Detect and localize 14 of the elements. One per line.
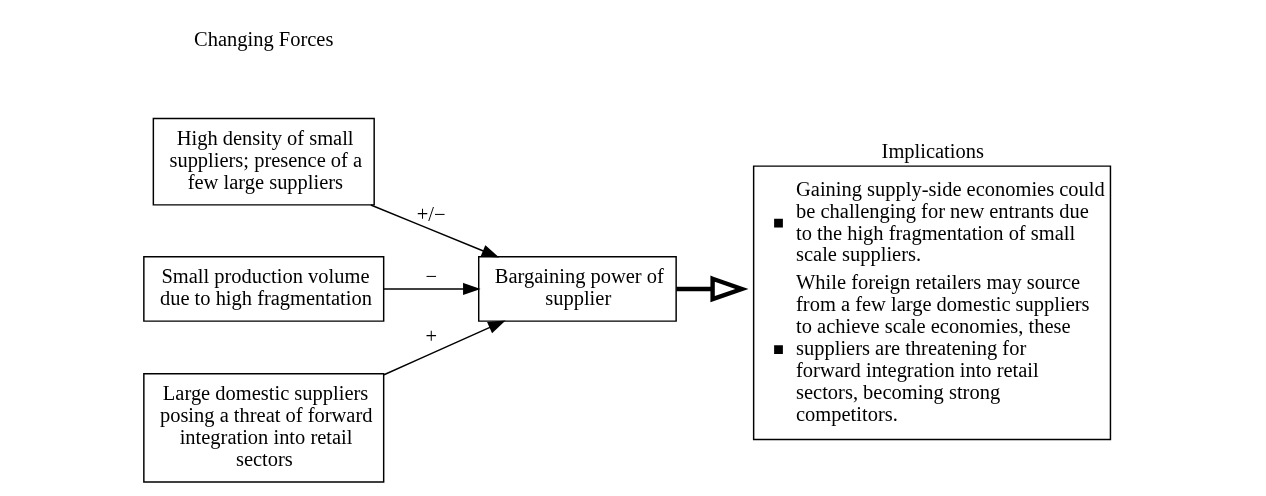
label: Changing Forces	[194, 27, 334, 50]
arrow	[383, 282, 481, 296]
node-box: Bargaining power of supplier	[478, 256, 677, 322]
node-box: Small production volume due to high fragmentation	[143, 256, 385, 322]
node-label: Implications	[881, 139, 984, 162]
arrow	[370, 204, 500, 258]
arrow	[676, 275, 749, 303]
edge-label: +	[425, 325, 437, 348]
node-box: High density of small suppliers; presence of a few large suppliers	[152, 117, 375, 206]
edge-label: −	[425, 265, 437, 288]
arrow	[383, 320, 506, 376]
edge-label: +/−	[416, 202, 446, 225]
node-box: Gaining supply-side economies could be challenging for new entrants due to the high fragmentation of small scale suppliers. While foreign retailers may source from a few large domestic suppliers to achieve scale economies, these suppliers are threatening for forward integration into retail sectors, becoming strong competitors.	[752, 165, 1112, 441]
node-box: Large domestic suppliers posing a threat of forward integration into retail sectors	[143, 373, 385, 483]
